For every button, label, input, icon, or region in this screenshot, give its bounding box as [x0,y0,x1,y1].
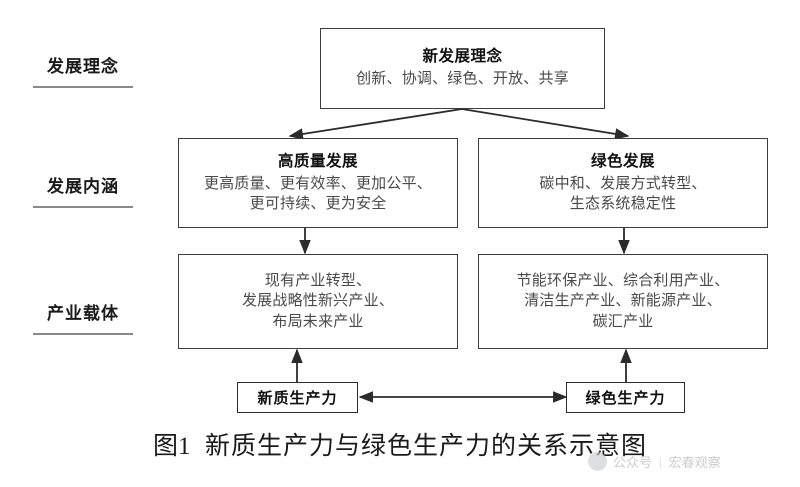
connector-concept-to-high-quality [288,108,463,140]
node-title: 绿色发展 [590,152,655,170]
node-body-line-2: 清洁生产产业、新能源产业、 [524,293,722,310]
node-industry-carrier-left[interactable]: 现有产业转型、 发展战略性新兴产业、 布局未来产业 [178,254,458,349]
node-body-line-1: 碳中和、发展方式转型、 [539,175,707,192]
stage-label-development-content: 发展内涵 [47,177,119,196]
node-title: 新发展理念 [422,48,503,66]
node-body-line-2: 发展战略性新兴产业、 [241,293,394,310]
node-title: 高质量发展 [277,152,358,170]
node-body-line-1: 更高质量、更有效率、更加公平、 [203,175,432,192]
connector-concept-to-green-development [461,108,630,140]
watermark-label: 公众号 [613,455,653,470]
stage-rule-1 [33,86,133,88]
watermark-account: 宏春观察 [668,455,721,470]
node-body-line-1: 节能环保产业、综合利用产业、 [516,272,730,289]
figure-number: 图1 [152,433,191,460]
watermark-avatar-icon [588,452,607,471]
stage-label-industry-carrier: 产业载体 [47,304,119,323]
stage-rule-3 [33,333,133,335]
node-body-line-2: 更可持续、更为安全 [249,195,387,212]
figure-caption-text: 新质生产力与绿色生产力的关系示意图 [205,433,648,460]
node-body-line-3: 碳汇产业 [592,313,654,330]
node-industry-carrier-right[interactable]: 节能环保产业、综合利用产业、 清洁生产产业、新能源产业、 碳汇产业 [478,254,768,349]
watermark-separator: | [659,453,662,469]
figure-caption: 图1 新质生产力与绿色生产力的关系示意图 [0,426,800,462]
node-body-line-1: 现有产业转型、 [264,272,372,289]
node-green-productivity[interactable]: 绿色生产力 [566,382,685,413]
stage-label-development-concept: 发展理念 [47,57,119,76]
node-body-line-2: 生态系统稳定性 [569,195,677,212]
watermark: 公众号 | 宏春观察 [588,452,721,471]
node-body-line-3: 布局未来产业 [272,313,364,330]
node-new-quality-productivity[interactable]: 新质生产力 [237,382,358,413]
node-body: 创新、协调、绿色、开放、共享 [356,71,569,88]
node-new-development-concept[interactable]: 新发展理念 创新、协调、绿色、开放、共享 [320,28,605,109]
node-green-development[interactable]: 绿色发展 碳中和、发展方式转型、 生态系统稳定性 [478,138,768,228]
node-high-quality-development[interactable]: 高质量发展 更高质量、更有效率、更加公平、 更可持续、更为安全 [178,138,458,228]
stage-rule-2 [33,206,133,208]
